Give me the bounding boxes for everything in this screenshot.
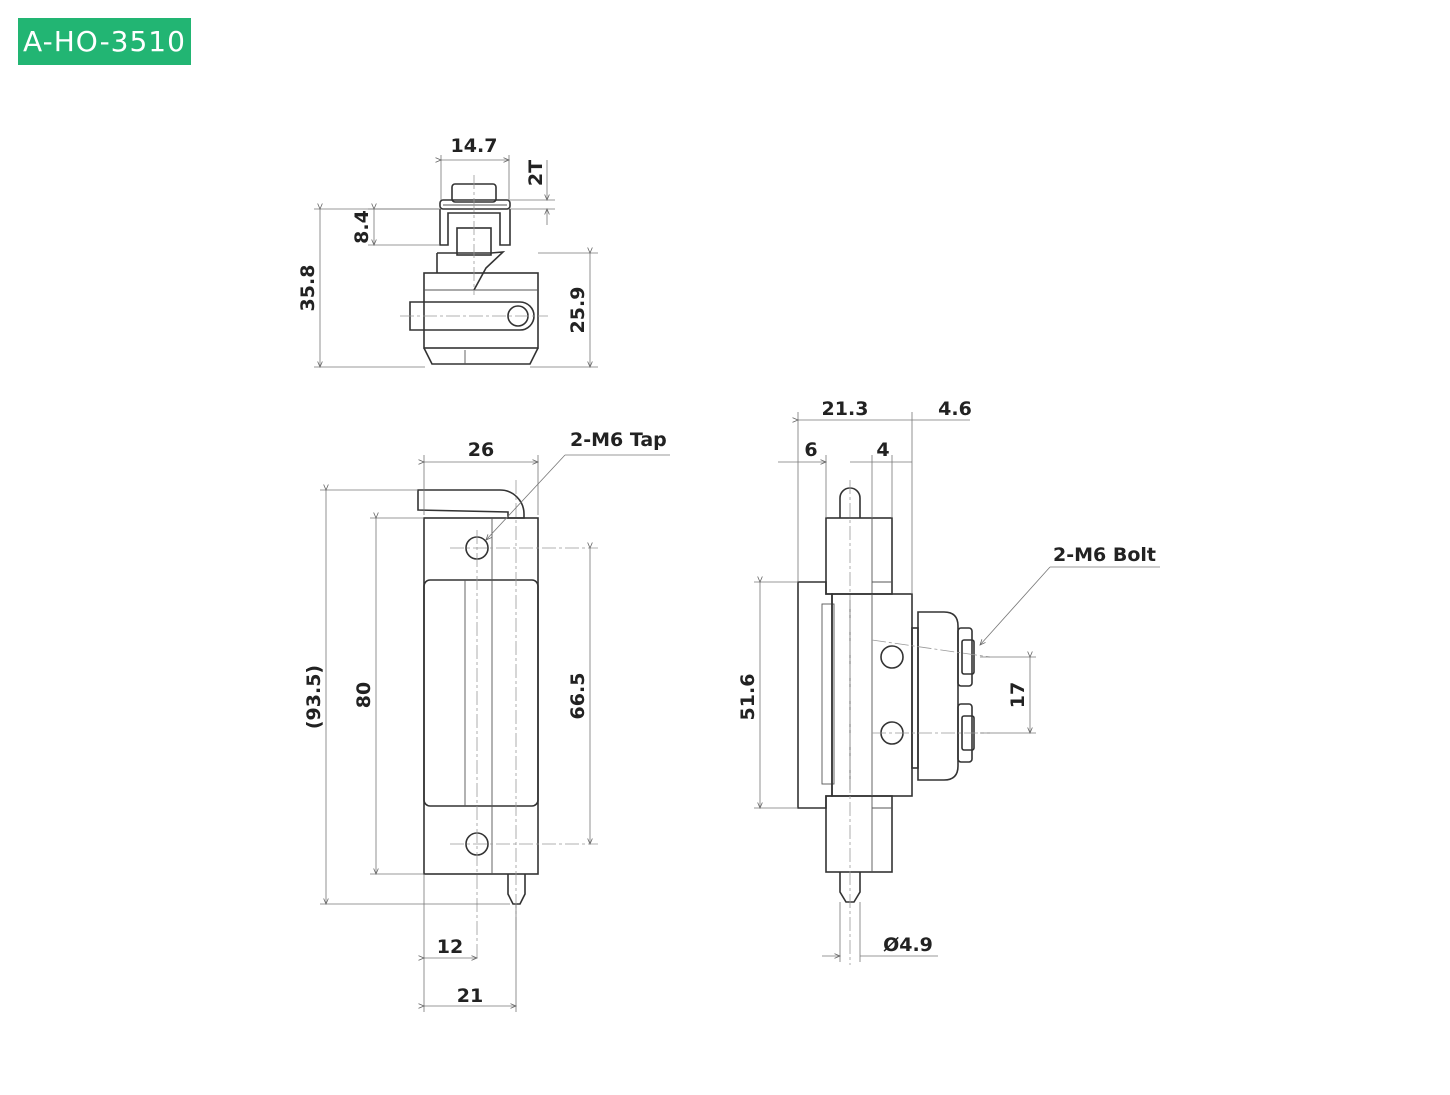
dim-21-3: 21.3 — [822, 398, 869, 420]
dim-12: 12 — [437, 936, 463, 958]
dim-51-6: 51.6 — [737, 674, 759, 721]
dim-35-8: 35.8 — [297, 265, 319, 312]
callout-m6-tap: 2-M6 Tap — [570, 429, 667, 451]
dim-14-7: 14.7 — [451, 135, 498, 157]
dim-2t: 2T — [525, 160, 547, 186]
dim-dia-4-9: Ø4.9 — [883, 934, 933, 956]
side-view: 21.3 4.6 6 4 51.6 17 Ø4.9 2-M6 Bolt — [737, 398, 1160, 965]
part-code-badge: A-HO-3510 — [18, 18, 191, 65]
dim-17: 17 — [1007, 682, 1029, 708]
top-view: 14.7 2T 8.4 35.8 25.9 — [297, 135, 598, 367]
dim-6: 6 — [804, 439, 817, 461]
dim-80: 80 — [353, 682, 375, 708]
callout-m6-bolt: 2-M6 Bolt — [1053, 544, 1156, 566]
dim-21: 21 — [457, 985, 483, 1007]
dim-4-6: 4.6 — [938, 398, 972, 420]
dim-25-9: 25.9 — [567, 287, 589, 334]
dim-93-5: (93.5) — [303, 665, 325, 729]
dim-4: 4 — [876, 439, 889, 461]
front-view: 26 (93.5) 80 66.5 12 21 2-M6 Tap — [303, 429, 670, 1012]
dim-66-5: 66.5 — [567, 673, 589, 720]
dim-26: 26 — [468, 439, 494, 461]
dim-8-4: 8.4 — [351, 210, 373, 244]
